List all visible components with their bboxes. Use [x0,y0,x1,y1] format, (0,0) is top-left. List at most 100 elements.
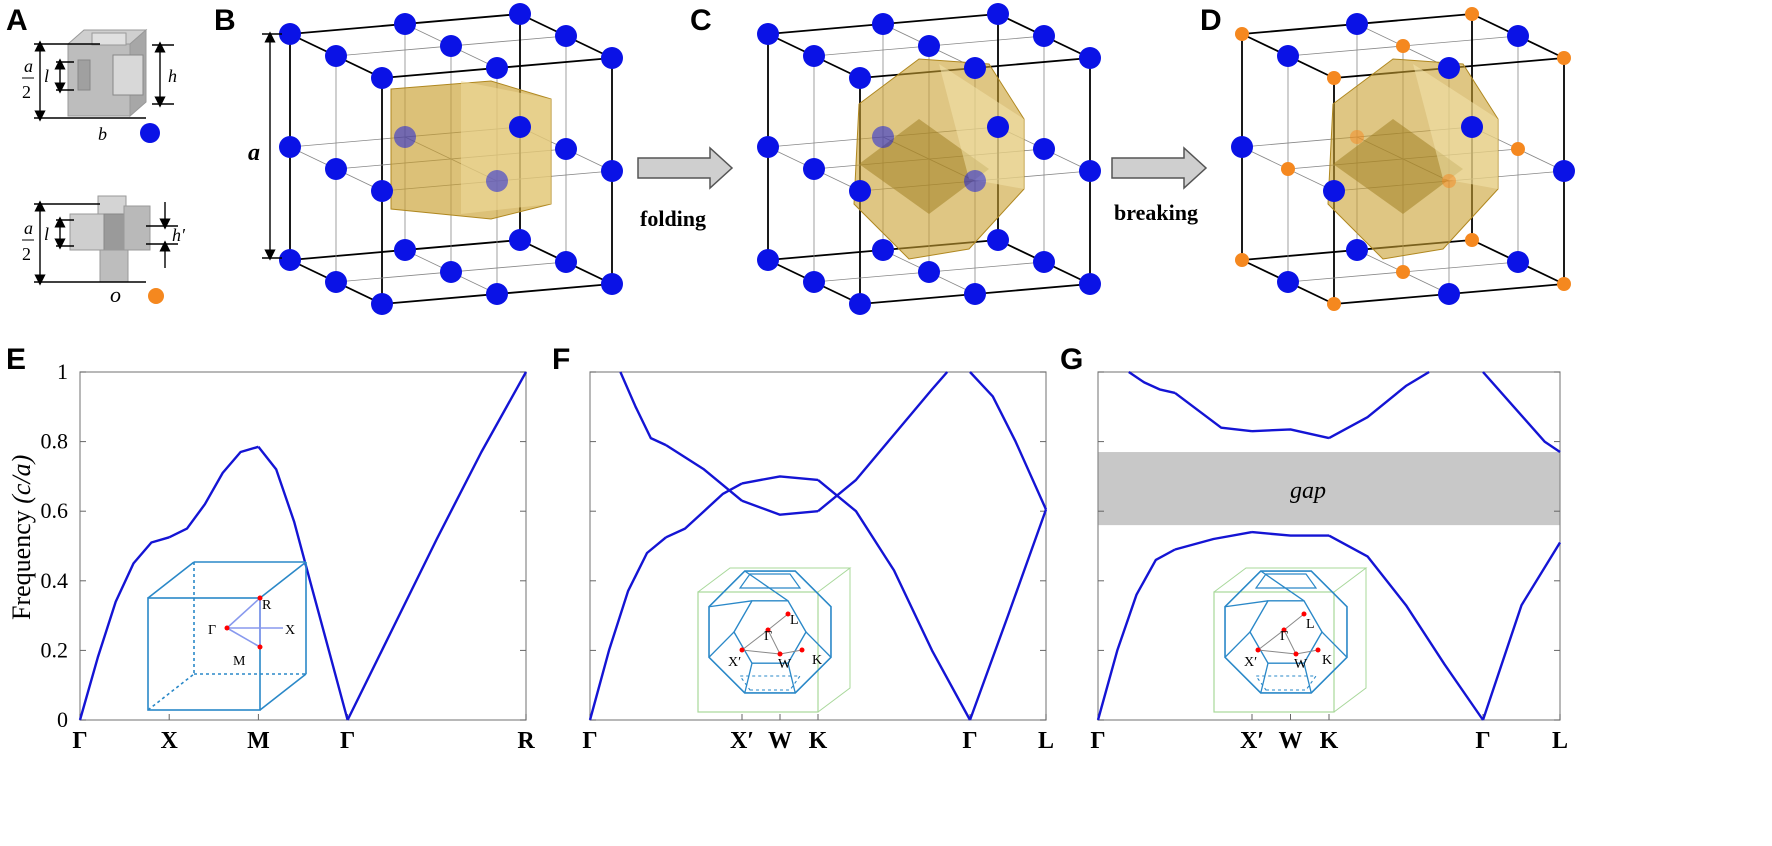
band-line [968,509,1048,721]
lattice-atom [1033,25,1055,47]
atom-b-legend [140,123,160,143]
lattice-atom [325,45,347,67]
dim-2-top: 2 [22,82,31,102]
lattice-atom [987,116,1009,138]
lattice-atom [325,158,347,180]
lattice-atom [1350,130,1364,144]
lattice-atom [509,116,531,138]
y-tick-label: 0 [57,707,68,732]
lattice-atom [872,239,894,261]
band-line [1251,530,1329,537]
lattice-atoms [279,3,623,315]
band-line [817,478,972,721]
band-line [588,536,667,721]
panel-label-a: A [6,4,28,37]
lattice-atom [555,251,577,273]
brillouin-zone [390,80,552,220]
band-line [1481,541,1562,721]
lattice-atom [1327,71,1341,85]
lattice-atom [1079,160,1101,182]
y-tick-label: 0.8 [41,429,69,454]
lattice-atom [1442,174,1456,188]
band-line [1128,371,1176,395]
lattice-cube-d [1231,7,1575,311]
lattice-atom [872,126,894,148]
band-line [1096,548,1176,721]
x-tick-label: L [1038,728,1054,754]
panel-label-f: F [552,343,571,376]
lattice-atom [918,35,940,57]
band-line [257,446,349,721]
atom-o-legend [148,288,164,304]
inset-f-k: K [812,653,822,668]
lattice-atom [757,249,779,271]
lattice-atom [371,180,393,202]
lattice-atom [1438,57,1460,79]
inset-fcc-bz-g [1213,567,1368,713]
lattice-atom [757,23,779,45]
inset-cubic-bz [147,561,307,711]
breaking-arrow [1111,146,1208,190]
lattice-atom [849,67,871,89]
inset-e-x: X [285,623,295,638]
y-axis-label: Frequency (c/a) [7,455,36,620]
label-o: o [110,282,121,307]
lattice-cube-c [757,3,1101,315]
dim-h-prime: h′ [172,225,186,245]
dim-h: h [168,66,177,86]
band-line [1328,370,1430,440]
x-tick-label: W [768,728,792,754]
inset-e-r: R [262,598,272,613]
dim-2-bottom: 2 [22,244,31,264]
lattice-atoms [1231,7,1575,311]
x-tick-label: W [1279,728,1303,754]
lattice-atom [987,3,1009,25]
lattice-atom [1079,273,1101,295]
x-tick-label: K [809,728,828,754]
lattice-atom [1396,39,1410,53]
x-tick-label: X [161,728,179,754]
x-tick-label: K [1320,728,1339,754]
lattice-atom [964,283,986,305]
lattice-atom [1465,233,1479,247]
x-tick-label: Γ [962,728,977,754]
inset-g-w: W [1294,657,1308,672]
lattice-atom [964,170,986,192]
inset-e-m-dot [257,644,263,650]
lattice-atom [1557,51,1571,65]
lattice-atom [1277,45,1299,67]
lattice-atom [1346,13,1368,35]
lattice-atom [1461,116,1483,138]
lattice-atom [1507,25,1529,47]
lattice-atom [964,57,986,79]
lattice-atom [1079,47,1101,69]
lattice-atom [394,13,416,35]
inset-g-gamma: Γ [1280,629,1288,644]
band-line [346,371,528,721]
inset-g-xp: X′ [1244,655,1257,670]
x-tick-label: Γ [72,728,87,754]
lattice-atom [509,229,531,251]
dim-a-bottom: a [24,218,33,238]
lattice-cube-b [279,3,623,315]
lattice-atom [1281,162,1295,176]
inset-g-l: L [1306,617,1315,632]
lattice-atom [803,158,825,180]
brillouin-zone [1327,58,1499,260]
lattice-atom [486,170,508,192]
y-tick-label: 0.4 [41,568,69,593]
dim-l-top: l [44,66,49,86]
x-tick-label: Γ [582,728,597,754]
folding-arrow [637,146,734,190]
unit-cell-b [66,28,148,118]
band-line [665,444,743,502]
y-tick-label: 0.2 [41,637,69,662]
band-line [1251,428,1330,440]
x-tick-label: R [517,728,535,754]
lattice-atom [1231,136,1253,158]
lattice-atom [440,35,462,57]
gap-band [1098,452,1560,526]
